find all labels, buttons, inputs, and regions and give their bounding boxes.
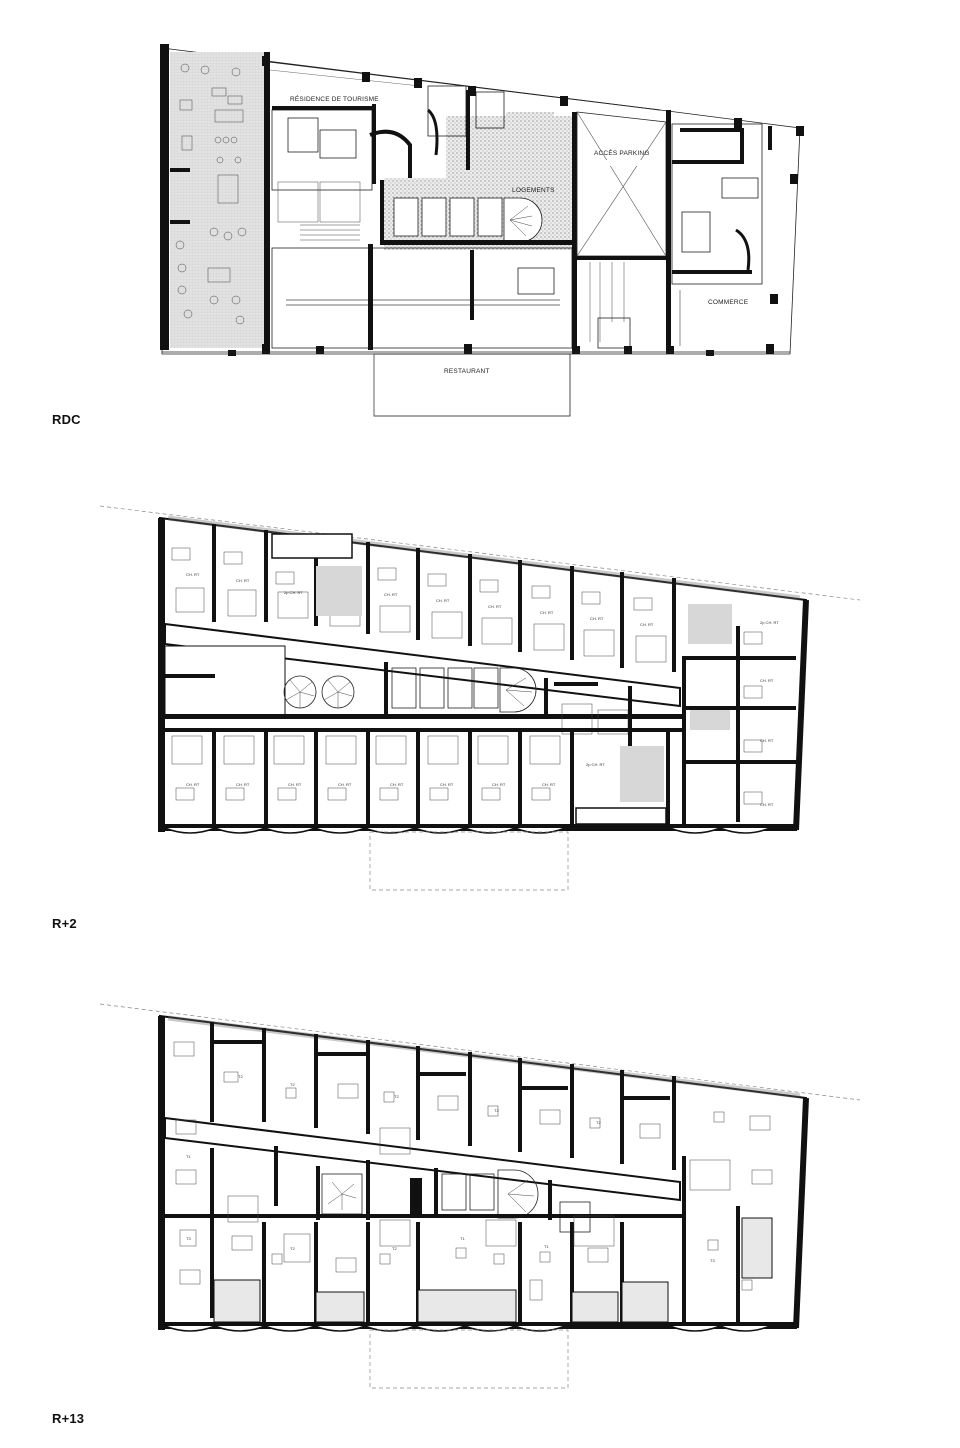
unit-label: T1 <box>186 1154 191 1159</box>
room-label-double: 2p CH. RT <box>760 620 779 625</box>
level-label-rdc: RDC <box>52 412 81 427</box>
plan-r2: CH. RT CH. RT 2p CH. RT CH. RT CH. RT CH… <box>0 496 960 906</box>
unit-label: T2 <box>290 1082 295 1087</box>
room-label: CH. RT <box>542 782 556 787</box>
room-label: CH. RT <box>540 610 554 615</box>
r13-floorplan: T2 T2 T2 T2 T2 T1 T3 T2 T2 T1 T1 T3 <box>99 1003 861 1389</box>
unit-label: T2 <box>494 1108 499 1113</box>
room-label: CH. RT <box>288 782 302 787</box>
room-label: CH. RT <box>390 782 404 787</box>
room-label: CH. RT <box>640 622 654 627</box>
unit-label: T2 <box>238 1074 243 1079</box>
room-label-double: 2p CH. RT <box>284 590 303 595</box>
room-label: CH. RT <box>760 802 774 807</box>
label-commerce: COMMERCE <box>708 299 749 306</box>
room-label: CH. RT <box>436 598 450 603</box>
room-label: CH. RT <box>760 738 774 743</box>
level-label-r2: R+2 <box>52 916 77 931</box>
unit-label: T2 <box>394 1094 399 1099</box>
room-label: CH. RT <box>492 782 506 787</box>
room-label: CH. RT <box>338 782 352 787</box>
r2-floorplan: CH. RT CH. RT 2p CH. RT CH. RT CH. RT CH… <box>99 505 861 891</box>
room-label: CH. RT <box>760 678 774 683</box>
room-label: CH. RT <box>186 782 200 787</box>
level-label-r13: R+13 <box>52 1411 85 1426</box>
room-label: CH. RT <box>384 592 398 597</box>
unit-label: T1 <box>544 1244 549 1249</box>
rdc-floorplan: RÉSIDENCE DE TOURISME ACCÈS PARKING LOGE… <box>160 44 804 417</box>
room-label: CH. RT <box>488 604 502 609</box>
unit-label: T3 <box>186 1236 191 1241</box>
unit-label: T2 <box>290 1246 295 1251</box>
unit-label: T2 <box>596 1120 601 1125</box>
label-residence-tourisme: RÉSIDENCE DE TOURISME <box>290 94 379 103</box>
room-label: CH. RT <box>590 616 604 621</box>
plan-r13: T2 T2 T2 T2 T2 T1 T3 T2 T2 T1 T1 T3 <box>0 1000 960 1400</box>
room-label: CH. RT <box>236 782 250 787</box>
unit-label: T3 <box>710 1258 715 1263</box>
room-label-double: 2p CH. RT <box>586 762 605 767</box>
plan-rdc: RÉSIDENCE DE TOURISME ACCÈS PARKING LOGE… <box>0 0 960 440</box>
unit-label: T2 <box>392 1246 397 1251</box>
unit-label: T1 <box>460 1236 465 1241</box>
room-label: CH. RT <box>186 572 200 577</box>
label-restaurant: RESTAURANT <box>444 368 490 375</box>
label-logements: LOGEMENTS <box>512 187 555 194</box>
room-label: CH. RT <box>440 782 454 787</box>
label-acces-parking: ACCÈS PARKING <box>594 148 650 157</box>
room-label: CH. RT <box>236 578 250 583</box>
